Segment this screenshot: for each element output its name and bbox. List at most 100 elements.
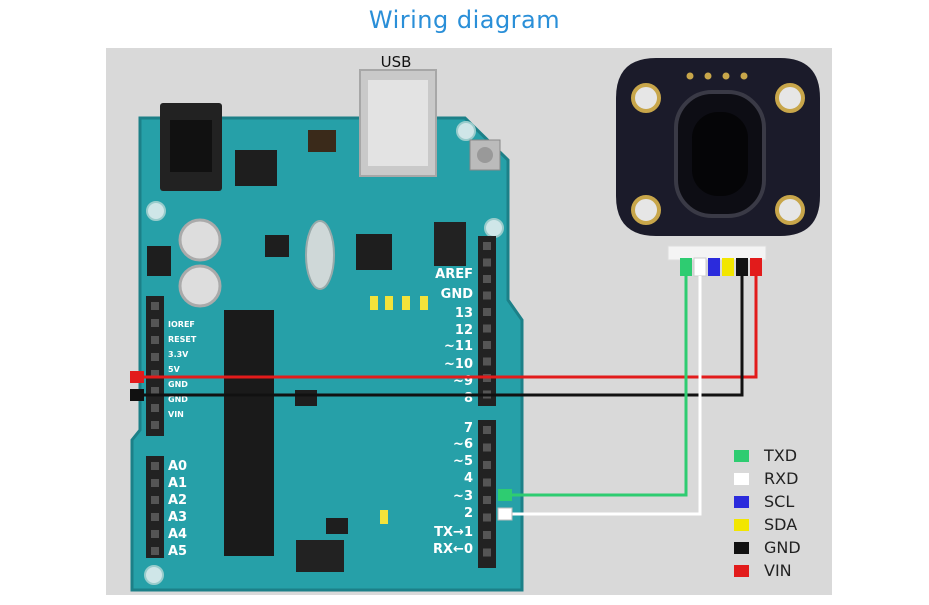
analog-pin-label: A2	[168, 493, 187, 508]
power-pin-label: 5V	[168, 365, 181, 374]
wire-rxd	[505, 276, 702, 516]
wire-gnd	[140, 276, 744, 397]
power-pin-label: 3.3V	[168, 350, 189, 359]
header-pin	[151, 387, 159, 395]
small-chip	[295, 390, 317, 406]
regulator-chip	[235, 150, 277, 186]
small-chip	[326, 518, 348, 534]
digital-pin-label: 8	[464, 391, 473, 406]
digital-pin-label: 7	[464, 421, 473, 436]
connector-pin-txd	[680, 258, 692, 276]
digital-pin-label: AREF	[435, 267, 473, 282]
digital-header-upper	[478, 236, 496, 406]
connector-pin-vin	[750, 258, 762, 276]
header-pin	[151, 421, 159, 429]
analog-pin-label: A4	[168, 527, 187, 542]
digital-pin-label: ~5	[453, 454, 473, 469]
digital-pin-label: 4	[464, 471, 473, 486]
legend-label: RXD	[764, 469, 799, 488]
connector-pin-sda	[722, 258, 734, 276]
wire-terminal-rxd	[497, 507, 513, 521]
small-chip	[147, 246, 171, 276]
small-chip	[308, 130, 336, 152]
header-pin	[483, 357, 491, 366]
wire-terminal-gnd	[130, 389, 144, 401]
digital-pin-label: RX←0	[433, 542, 473, 557]
arduino-board: USB	[130, 53, 524, 592]
header-pin	[151, 302, 159, 310]
digital-pin-label: ~3	[453, 489, 473, 504]
crystal	[305, 220, 335, 290]
mount-hole	[456, 121, 476, 141]
mount-hole	[775, 195, 805, 225]
header-pin	[151, 370, 159, 378]
legend-swatch	[734, 450, 749, 462]
legend-swatch	[734, 519, 749, 531]
header-pin	[483, 275, 491, 283]
mount-hole	[144, 565, 164, 585]
legend-label: GND	[764, 538, 801, 557]
header-pin	[151, 336, 159, 344]
connector-housing	[667, 245, 767, 261]
connector-pin-rxd	[693, 257, 707, 277]
diagram-title: Wiring diagram	[368, 6, 561, 34]
header-pin	[483, 443, 491, 452]
digital-pin-label: TX→1	[434, 525, 473, 540]
top-pads	[686, 72, 748, 80]
power-pin-label: GND	[168, 395, 188, 404]
digital-pin-label: 13	[455, 306, 473, 321]
header-pin	[483, 291, 491, 300]
digital-pin-label: ~10	[444, 357, 473, 372]
power-pin-label: RESET	[168, 335, 197, 344]
header-pin	[483, 324, 491, 333]
legend-swatch	[734, 496, 749, 508]
header-pin	[151, 404, 159, 412]
header-pin	[483, 548, 491, 557]
analog-pin-label: A0	[168, 459, 187, 474]
analog-pin-label: A3	[168, 510, 187, 525]
header-pin	[151, 319, 159, 327]
header-pin	[151, 513, 159, 521]
capacitor	[178, 218, 222, 262]
header-pin	[483, 308, 491, 316]
digital-pin-label: 12	[455, 323, 473, 338]
atmega-chip	[224, 310, 274, 556]
legend-swatch	[734, 473, 749, 485]
digital-pin-label: GND	[441, 287, 474, 302]
icsp-header	[296, 222, 466, 572]
legend-label: VIN	[764, 561, 792, 580]
mount-hole	[631, 83, 661, 113]
header-pin	[151, 496, 159, 504]
mount-hole	[775, 83, 805, 113]
header-pin	[483, 341, 491, 349]
digital-pin-label: ~11	[444, 339, 473, 354]
wire-txd	[505, 276, 688, 497]
connector-pin-scl	[708, 258, 720, 276]
mount-hole	[484, 218, 504, 238]
legend-label: SCL	[764, 492, 795, 511]
header-pin	[483, 258, 491, 267]
connector-pin-gnd	[736, 258, 748, 276]
header-pin	[483, 478, 491, 487]
legend-label: SDA	[764, 515, 798, 534]
header-pin	[151, 479, 159, 487]
digital-header-lower	[478, 420, 496, 568]
analog-pin-label: A1	[168, 476, 187, 491]
usb-chip	[356, 234, 392, 270]
header-pin	[483, 461, 491, 469]
power-pin-label: IOREF	[168, 320, 195, 329]
header-pin	[483, 426, 491, 434]
analog-pin-label: A5	[168, 544, 187, 559]
power-pin-label: VIN	[168, 410, 184, 419]
mount-hole	[146, 201, 166, 221]
header-pin	[483, 242, 491, 250]
mount-hole	[631, 195, 661, 225]
header-pin	[483, 531, 491, 539]
wires	[140, 276, 758, 516]
legend-swatch	[734, 565, 749, 577]
digital-pin-label: ~6	[453, 437, 473, 452]
wire-terminal-txd	[498, 489, 512, 501]
header-pin	[151, 353, 159, 361]
legend-label: TXD	[764, 446, 798, 465]
